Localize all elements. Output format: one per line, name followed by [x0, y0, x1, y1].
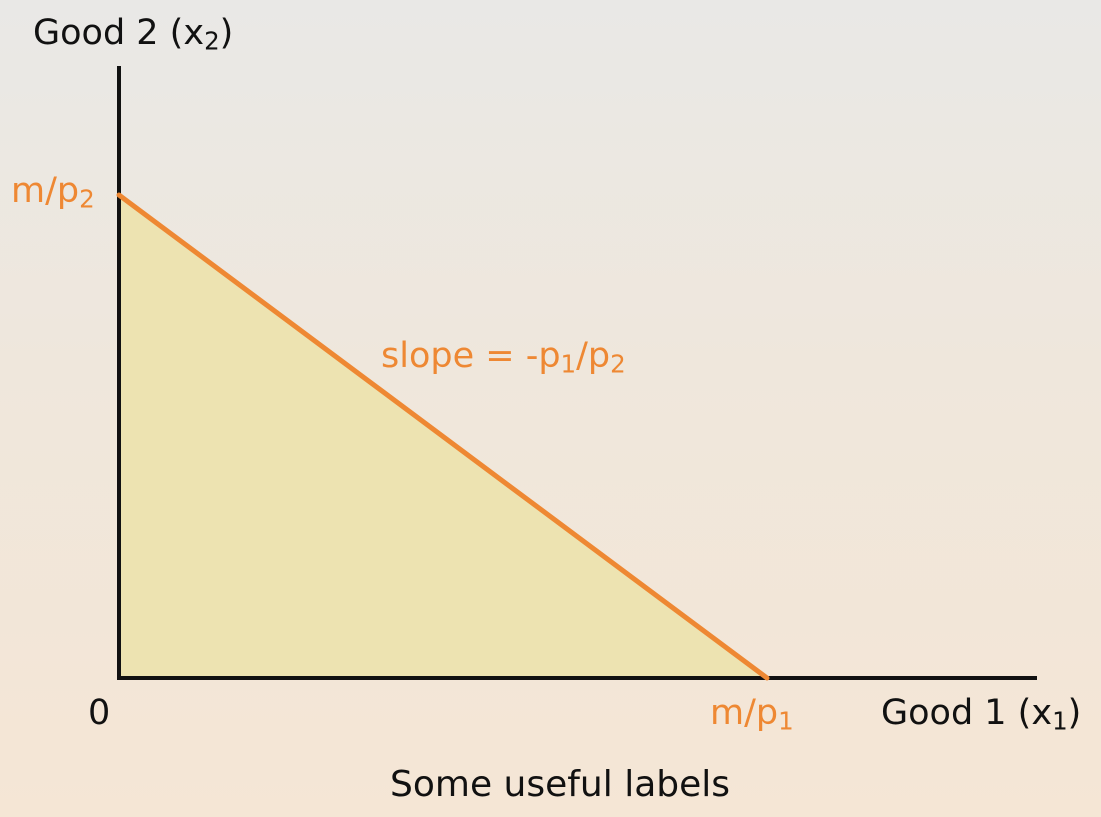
x-axis-label-subscript: 1	[1052, 706, 1068, 736]
x-axis-label-close: )	[1067, 693, 1082, 733]
slope-label: slope = -p1/p2	[381, 336, 626, 377]
y-axis-label: Good 2 (x2)	[33, 13, 234, 54]
slope-label-subscript-1: 1	[560, 349, 577, 379]
x-intercept-label-subscript: 1	[778, 706, 794, 736]
slope-label-text: slope = -p	[381, 336, 561, 376]
x-intercept-label: m/p1	[710, 693, 794, 734]
y-axis-label-text: Good 2 (x	[33, 13, 205, 53]
caption: Some useful labels	[390, 764, 731, 805]
slope-label-subscript-2: 2	[610, 349, 626, 379]
budget-line	[116, 192, 770, 681]
y-axis-label-close: )	[219, 13, 234, 53]
x-intercept-label-text: m/p	[710, 693, 779, 733]
y-intercept-label-text: m/p	[11, 171, 80, 211]
y-axis-label-subscript: 2	[204, 26, 220, 56]
slope-label-mid: /p	[576, 336, 611, 376]
x-axis-label: Good 1 (x1)	[881, 693, 1082, 734]
origin-label: 0	[88, 693, 111, 733]
y-intercept-label-subscript: 2	[79, 184, 95, 214]
x-axis-label-text: Good 1 (x	[881, 693, 1053, 733]
y-intercept-label: m/p2	[11, 171, 95, 212]
